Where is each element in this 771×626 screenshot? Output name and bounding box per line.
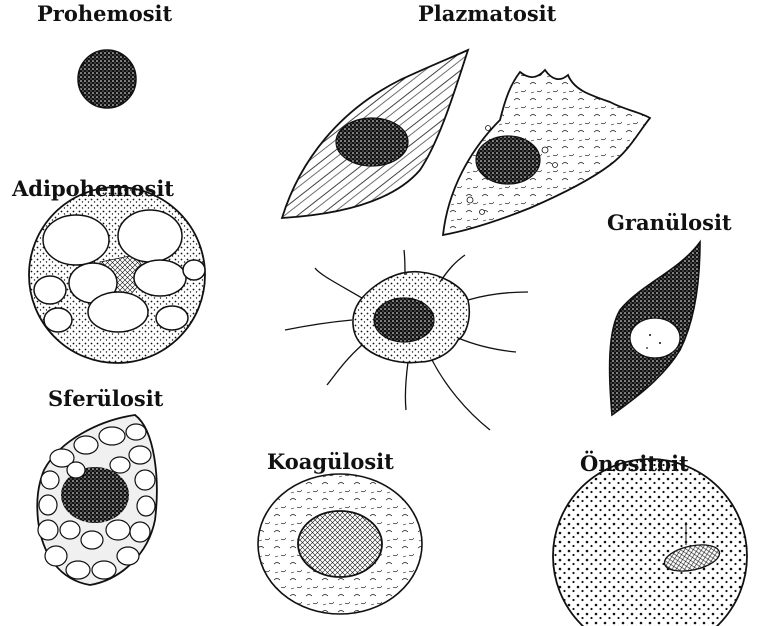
prohemosit-label: Prohemosit (37, 3, 172, 24)
plazmatosit-stellate-cell-icon (285, 250, 528, 430)
prohemosit-cell-icon (78, 50, 136, 108)
plazmatosit-spindle-cell-icon (282, 50, 468, 218)
onositoit-cell-icon (553, 459, 747, 626)
onositoit-label: Önositoit (580, 453, 689, 474)
adipohemosit-cell-icon (29, 187, 205, 363)
koagulosit-label: Koagülosit (267, 451, 394, 472)
sferulosit-cell-icon (37, 415, 157, 585)
plazmatosit-label: Plazmatosit (418, 3, 556, 24)
koagulosit-cell-icon (258, 474, 422, 614)
adipohemosit-label: Adipohemosit (12, 178, 174, 199)
granulosit-label: Granülosit (607, 212, 732, 233)
granulosit-cell-icon (610, 242, 700, 415)
sferulosit-label: Sferülosit (48, 388, 163, 409)
